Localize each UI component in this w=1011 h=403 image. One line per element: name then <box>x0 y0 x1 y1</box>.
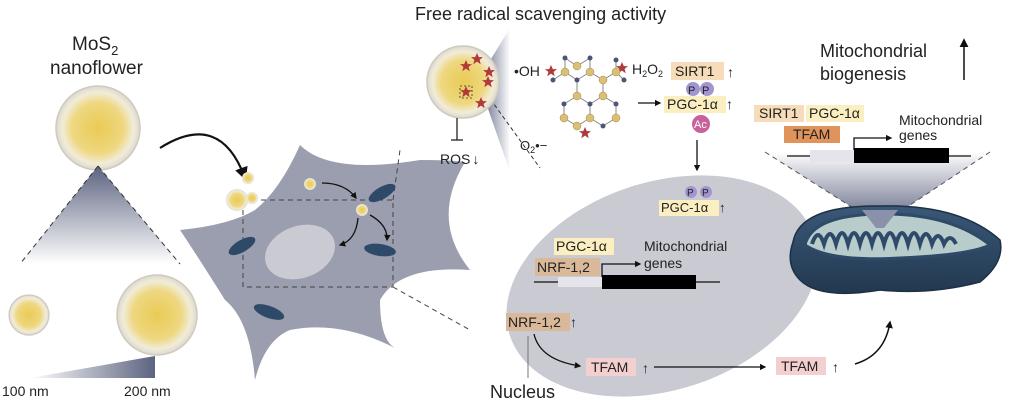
mito-zoom-cone <box>765 152 990 225</box>
svg-text:Ac: Ac <box>694 119 707 131</box>
svg-text:genes: genes <box>899 127 937 143</box>
promoter-pgc1a-box <box>554 238 614 255</box>
gene-region <box>602 275 696 289</box>
pgc1a-label: PGC-1α <box>667 96 718 112</box>
mito-tfam-box <box>784 126 840 143</box>
pgc1a-box <box>664 96 726 113</box>
lattice-molybdenum-atoms <box>550 55 627 129</box>
nucleus-pgc1a-label: PGC-1α <box>661 200 709 215</box>
svg-text:PGC-1α: PGC-1α <box>556 238 607 254</box>
mito-sirt1-box <box>754 105 804 122</box>
svg-text:NRF-1,2: NRF-1,2 <box>537 259 590 275</box>
svg-text:SIRT1: SIRT1 <box>759 105 799 121</box>
svg-text:Mitochondrial: Mitochondrial <box>644 238 727 254</box>
size-max-label: 200 nm <box>124 383 171 399</box>
svg-text:↑: ↑ <box>832 359 839 375</box>
zoom-box <box>242 199 394 288</box>
cell-mitochondria <box>228 183 396 320</box>
mito-title-line1: Mitochondrial <box>820 41 927 61</box>
left-panel: MoS2 nanoflower 100 nm 200 nm <box>2 34 248 399</box>
cell-nanoflowers <box>226 172 368 216</box>
tfam-nucleus-box <box>586 358 636 376</box>
mito-title-line2: biogenesis <box>820 64 906 84</box>
superoxide-label: O2•− <box>520 138 547 155</box>
promoter-region <box>558 277 602 287</box>
mito-pgc1a-box <box>806 105 864 122</box>
svg-text:P: P <box>702 85 709 97</box>
pgc1a-up-arrow: ↑ <box>726 96 733 112</box>
svg-text:TFAM: TFAM <box>781 358 818 374</box>
zoom-cone <box>20 166 180 264</box>
svg-text:Mitochondrial: Mitochondrial <box>899 112 982 128</box>
scavenging-title: Free radical scavenging activity <box>415 4 666 24</box>
mito-panel: Mitochondrial biogenesis SIRT1 PGC-1α TF… <box>754 38 1002 375</box>
sirt1-box <box>671 62 724 80</box>
svg-text:↑: ↑ <box>570 314 577 330</box>
cell-nucleus <box>265 224 335 280</box>
phospho-circle <box>686 82 700 96</box>
nrf-up-box <box>506 313 570 331</box>
nanoflower-200nm <box>116 274 198 356</box>
tfam-cytoplasm-box <box>776 357 826 375</box>
signaling-cascade: SIRT1 ↑ P P PGC-1α ↑ Ac <box>638 62 734 172</box>
scavenging-panel: Free radical scavenging activity ROS↓ •O… <box>415 4 666 172</box>
hydroxyl-label: •OH <box>514 63 540 79</box>
svg-text:P: P <box>688 85 695 97</box>
svg-text:↑: ↑ <box>719 200 726 215</box>
mito-promoter-region <box>810 150 854 162</box>
h2o2-label: H2O2 <box>632 61 663 79</box>
nucleus-panel: P P PGC-1α ↑ PGC-1α NRF-1,2 Mitochondria… <box>490 175 818 402</box>
mitochondrion <box>789 205 1002 295</box>
nanoflower-large <box>55 85 141 171</box>
svg-text:NRF-1,2: NRF-1,2 <box>508 314 561 330</box>
tfam-to-mito-arrow <box>854 320 893 365</box>
svg-text:P: P <box>687 188 694 199</box>
svg-text:TFAM: TFAM <box>591 359 628 375</box>
size-min-label: 100 nm <box>2 383 49 399</box>
svg-text:TFAM: TFAM <box>793 126 830 142</box>
uptake-arrow <box>159 133 248 181</box>
sirt1-up-arrow: ↑ <box>727 64 734 80</box>
nanoflower-title: nanoflower <box>50 58 144 79</box>
phospho-circle <box>700 82 714 96</box>
svg-text:P: P <box>702 188 709 199</box>
size-scale-wedge <box>30 356 155 378</box>
sirt1-label: SIRT1 <box>675 63 715 79</box>
nucleus-label: Nucleus <box>490 382 555 402</box>
svg-text:genes: genes <box>644 255 682 271</box>
nucleus-pgc1a-box <box>659 200 719 216</box>
cell <box>180 145 471 380</box>
promoter-nrf-box <box>535 258 600 276</box>
acetyl-circle <box>692 115 710 133</box>
ros-label: ROS↓ <box>440 151 479 167</box>
lattice-sulfur-atoms <box>559 61 621 131</box>
nanoflower-100nm <box>8 294 50 336</box>
svg-text:PGC-1α: PGC-1α <box>809 105 860 121</box>
svg-text:↑: ↑ <box>642 360 649 376</box>
mito-gene-region <box>854 148 949 163</box>
mos2-title: MoS2 <box>72 34 118 58</box>
